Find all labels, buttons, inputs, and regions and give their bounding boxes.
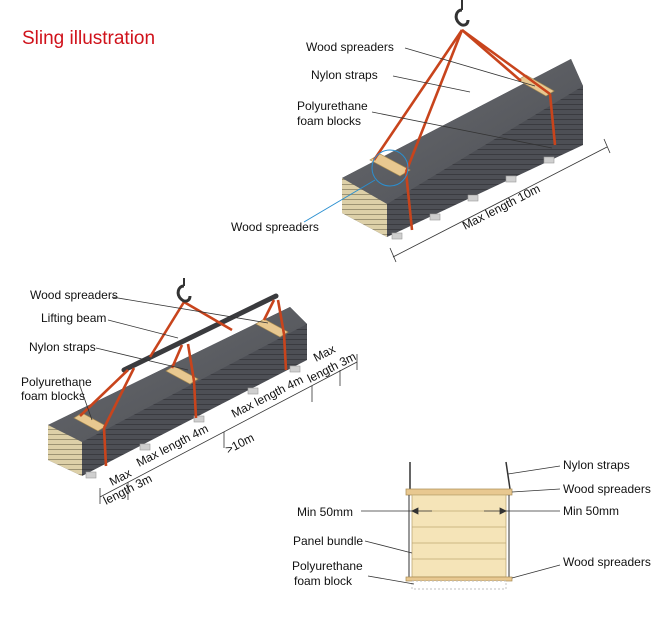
label-nylon-straps: Nylon straps bbox=[563, 458, 630, 472]
dimension-lines-d2 bbox=[99, 354, 358, 504]
crane-hook-icon bbox=[454, 0, 470, 27]
lifting-beam bbox=[121, 293, 279, 373]
diagram-lifting-beam: Wood spreaders Lifting beam Nylon straps… bbox=[21, 278, 358, 508]
label-overall-10m: >10m bbox=[223, 430, 256, 456]
strap-right bbox=[505, 461, 511, 490]
diagram-crane-direct-lift: Wood spreaders Nylon straps Polyurethane… bbox=[231, 0, 611, 263]
label-lifting-beam: Lifting beam bbox=[41, 311, 106, 325]
crane-hook-icon bbox=[176, 278, 192, 303]
wood-spreader-3 bbox=[255, 318, 289, 338]
label-foam-line1: Polyurethane bbox=[297, 99, 368, 113]
spreader-callout-line bbox=[303, 179, 376, 223]
leader-lines-d1 bbox=[371, 47, 553, 149]
bundle-end-face bbox=[48, 425, 82, 476]
leader-lines-d3 bbox=[364, 465, 561, 585]
label-wood-spreaders-bottom: Wood spreaders bbox=[563, 555, 651, 569]
label-foam-line2: foam blocks bbox=[297, 114, 361, 128]
label-foam-line2: foam block bbox=[294, 574, 353, 588]
label-foam-line1: Polyurethane bbox=[21, 375, 92, 389]
label-nylon-straps: Nylon straps bbox=[29, 340, 96, 354]
label-wood-spreaders-callout: Wood spreaders bbox=[231, 220, 319, 234]
label-wood-spreaders-top: Wood spreaders bbox=[563, 482, 651, 496]
leader-lines-d2 bbox=[79, 296, 269, 421]
wood-spreader-top bbox=[405, 488, 513, 496]
spreader-callout-circle bbox=[371, 149, 409, 187]
foam-block bbox=[411, 580, 507, 590]
label-panel-bundle: Panel bundle bbox=[293, 534, 363, 548]
label-foam-line2: foam blocks bbox=[21, 389, 85, 403]
nylon-straps-d1 bbox=[372, 28, 557, 231]
dimension-max-length-10m bbox=[389, 138, 611, 263]
label-nylon-straps: Nylon straps bbox=[311, 68, 378, 82]
label-wood-spreaders-top: Wood spreaders bbox=[306, 40, 394, 54]
panel-bundle bbox=[411, 494, 507, 578]
label-min-right: Min 50mm bbox=[563, 504, 619, 518]
label-foam-line1: Polyurethane bbox=[292, 559, 363, 573]
wood-spreader-bottom bbox=[405, 576, 513, 582]
label-wood-spreaders: Wood spreaders bbox=[30, 288, 118, 302]
min-50mm-arrows bbox=[361, 507, 560, 515]
diagram-cross-section: Nylon straps Wood spreaders Min 50mm Min… bbox=[292, 458, 651, 590]
page-title: Sling illustration bbox=[22, 28, 155, 49]
foam-blocks-row bbox=[391, 156, 555, 240]
label-min-left: Min 50mm bbox=[297, 505, 353, 519]
foam-blocks-row bbox=[85, 365, 301, 479]
